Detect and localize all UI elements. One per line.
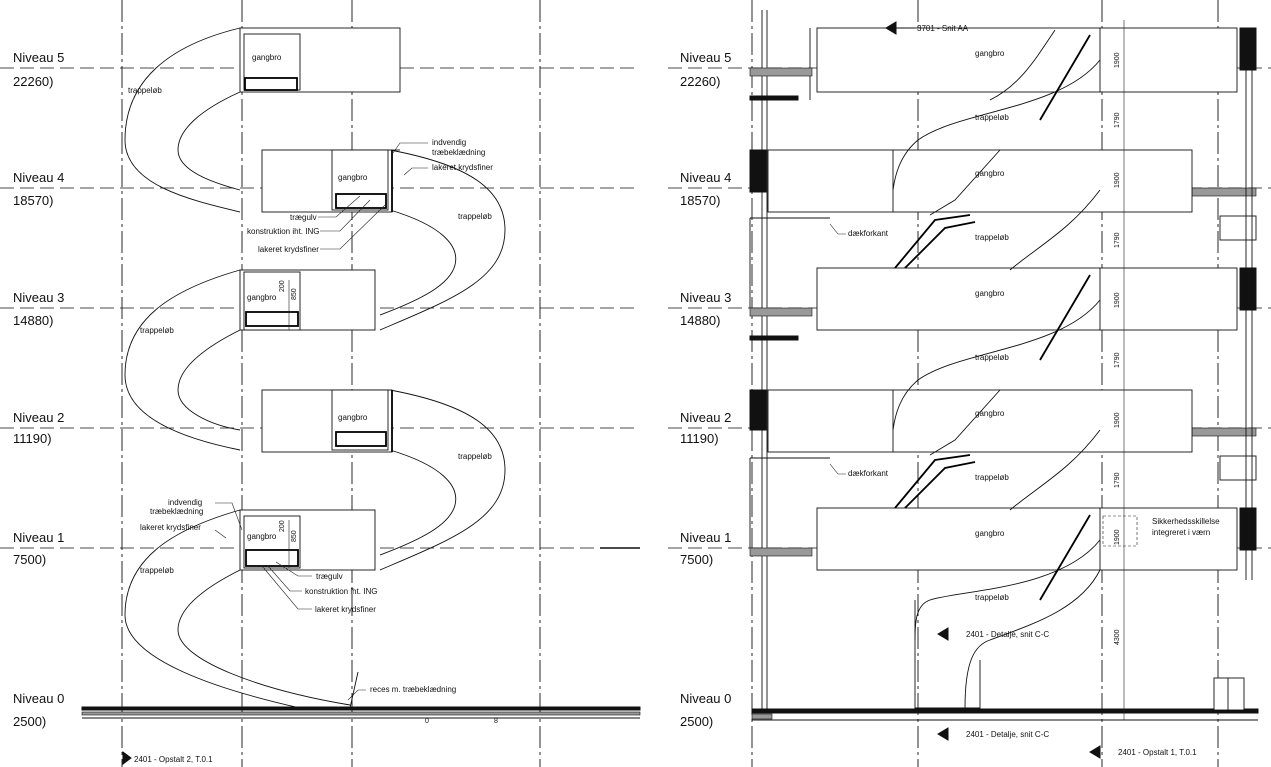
dimension: 1900	[1114, 292, 1121, 308]
level-elevation: 18570)	[13, 193, 53, 208]
reference-label: 2401 - Opstalt 2, T.0.1	[134, 755, 213, 764]
callout-text: Sikkerhedsskillelse	[1152, 517, 1220, 526]
grid-axes-right	[751, 0, 1219, 767]
slabs-right	[749, 10, 1257, 710]
walkway-label: gangbro	[975, 409, 1005, 418]
dimension: 200	[279, 520, 286, 532]
dimension: 200	[279, 280, 286, 292]
callout-text: indvendig	[432, 138, 466, 147]
callout-text: trægulv	[290, 213, 317, 222]
dimension: 850	[291, 288, 298, 300]
level-name: Niveau 1	[13, 530, 64, 545]
ground-slab-left: 0 8	[81, 706, 641, 725]
level-elevation: 22260)	[13, 74, 53, 89]
level-name: Niveau 5	[13, 50, 64, 65]
level-elevation: 7500)	[680, 552, 713, 567]
walkway-label: gangbro	[975, 169, 1005, 178]
callout-text: dækforkant	[848, 229, 889, 238]
level-name: Niveau 4	[13, 170, 64, 185]
level-elevation: 14880)	[13, 313, 53, 328]
walkway-label: gangbro	[247, 293, 277, 302]
walkway-label: gangbro	[247, 532, 277, 541]
walkway-label: gangbro	[975, 529, 1005, 538]
ground-slab-right	[751, 677, 1259, 721]
stair-label: trappeløb	[975, 113, 1009, 122]
stair-flights-right	[892, 29, 1101, 709]
walkway-label: gangbro	[338, 173, 368, 182]
stair-label: trappeløb	[975, 353, 1009, 362]
dimension: 1790	[1114, 112, 1121, 128]
walkway-label: gangbro	[975, 49, 1005, 58]
stair-label: trappeløb	[975, 593, 1009, 602]
stair-label: trappeløb	[140, 566, 174, 575]
dimension: 4300	[1114, 629, 1121, 645]
level-name: Niveau 3	[13, 290, 64, 305]
level-elevation: 7500)	[13, 552, 46, 567]
reference-label: 3701 - Snit AA	[917, 24, 969, 33]
level-elevation: 18570)	[680, 193, 720, 208]
callout-text: reces m. træbeklædning	[370, 685, 456, 694]
level-labels-left: Niveau 5 22260) Niveau 4 18570) Niveau 3…	[13, 50, 64, 729]
dimension: 1790	[1114, 352, 1121, 368]
level-name: Niveau 0	[13, 691, 64, 706]
tick-label: 8	[494, 718, 498, 725]
level-elevation: 2500)	[13, 714, 46, 729]
reference-label: 2401 - Opstalt 1, T.0.1	[1118, 748, 1197, 757]
callout-text: integreret i værn	[1152, 528, 1210, 537]
callout-text: lakeret krydsfiner	[258, 245, 319, 254]
level-name: Niveau 4	[680, 170, 731, 185]
callout-text: dækforkant	[848, 469, 889, 478]
callout-text: trægulv	[316, 572, 343, 581]
stair-label: trappeløb	[140, 326, 174, 335]
dimension: 1790	[1114, 232, 1121, 248]
walkway-boxes-right	[767, 27, 1238, 571]
level-labels-right: Niveau 5 22260) Niveau 4 18570) Niveau 3…	[680, 50, 731, 729]
dimension: 1790	[1114, 472, 1121, 488]
walkway-boxes-left	[239, 27, 401, 571]
labels-left: gangbro gangbro gangbro gangbro gangbro …	[122, 53, 493, 765]
tick-label: 0	[425, 718, 429, 725]
reference-label: 2401 - Detalje, snit C-C	[966, 630, 1049, 639]
level-elevation: 2500)	[680, 714, 713, 729]
level-elevation: 11190)	[13, 431, 52, 446]
level-elevation: 22260)	[680, 74, 720, 89]
level-name: Niveau 2	[13, 410, 64, 425]
dimension-column-right: 1900 1790 1900 1790 1900 1790 1900 1790 …	[1114, 20, 1125, 720]
callout-text: træbeklædning	[432, 148, 485, 157]
stair-label: trappeløb	[128, 86, 162, 95]
callout-text: lakeret krydsfiner	[140, 523, 201, 532]
level-elevation: 11190)	[680, 431, 719, 446]
reference-label: 2401 - Detalje, snit C-C	[966, 730, 1049, 739]
level-name: Niveau 3	[680, 290, 731, 305]
dimension: 1900	[1114, 412, 1121, 428]
walkway-label: gangbro	[975, 289, 1005, 298]
dimension: 1900	[1114, 529, 1121, 545]
stair-ribbons-left	[124, 27, 506, 709]
walkway-label: gangbro	[252, 53, 282, 62]
stair-label: trappeløb	[975, 473, 1009, 482]
callout-text: træbeklædning	[150, 507, 203, 516]
walkway-label: gangbro	[338, 413, 368, 422]
level-name: Niveau 1	[680, 530, 731, 545]
level-name: Niveau 5	[680, 50, 731, 65]
grid-axes-left	[121, 0, 541, 767]
stair-label: trappeløb	[458, 212, 492, 221]
stair-label: trappeløb	[975, 233, 1009, 242]
dimension: 1900	[1114, 172, 1121, 188]
level-elevation: 14880)	[680, 313, 720, 328]
dimension: 1900	[1114, 52, 1121, 68]
callout-text: lakeret krydsfiner	[432, 163, 493, 172]
dimension: 850	[291, 530, 298, 542]
labels-right: 3701 - Snit AA gangbro gangbro gangbro g…	[829, 21, 1220, 759]
stair-label: trappeløb	[458, 452, 492, 461]
callout-text: konstruktion iht. ING	[305, 587, 377, 596]
callout-text: lakeret krydsfiner	[315, 605, 376, 614]
level-name: Niveau 0	[680, 691, 731, 706]
level-name: Niveau 2	[680, 410, 731, 425]
callout-text: indvendig	[168, 498, 202, 507]
callout-text: konstruktion iht. ING	[247, 227, 319, 236]
